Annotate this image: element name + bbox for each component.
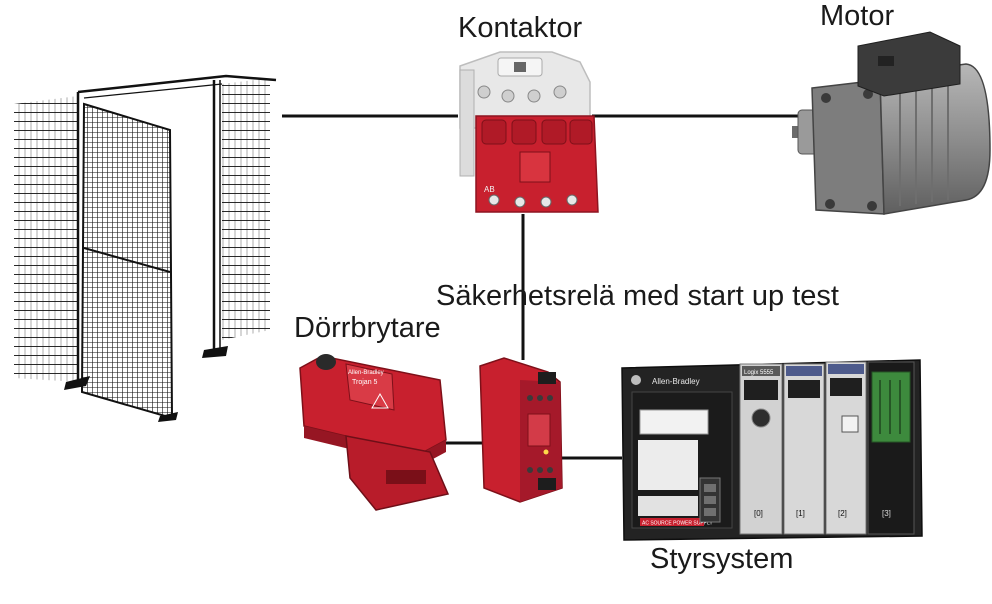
contactor-device: AB — [459, 51, 599, 213]
connections — [282, 114, 800, 460]
motor-device — [792, 31, 991, 215]
label-safety-relay: Säkerhetsrelä med start up test — [436, 280, 839, 312]
label-motor: Motor — [820, 0, 895, 32]
plc-slot-3: [3] — [882, 509, 891, 518]
plc-slot-1: [1] — [796, 509, 805, 518]
door-switch-model: Trojan 5 — [352, 379, 378, 386]
label-door-switch: Dörrbrytare — [294, 312, 441, 344]
safety-relay-device — [479, 357, 563, 503]
label-control-system: Styrsystem — [650, 543, 794, 575]
safety-gate-illustration — [14, 74, 277, 422]
plc-processor-label: Logix 5555 — [744, 370, 774, 376]
plc-slot-2: [2] — [838, 509, 847, 518]
plc-control-system: AC SOURCE POWER SUPPLY Allen-Bradley Log… — [621, 359, 923, 541]
plc-warning-label: AC SOURCE POWER SUPPLY — [642, 521, 713, 527]
plc-slot-0: [0] — [754, 509, 763, 518]
door-switch-brand: Allen-Bradley — [348, 370, 384, 376]
contactor-mark: AB — [484, 185, 495, 194]
door-switch-device: Allen-Bradley Trojan 5 — [299, 354, 450, 511]
label-contactor: Kontaktor — [458, 12, 583, 44]
plc-brand: Allen-Bradley — [652, 377, 700, 386]
